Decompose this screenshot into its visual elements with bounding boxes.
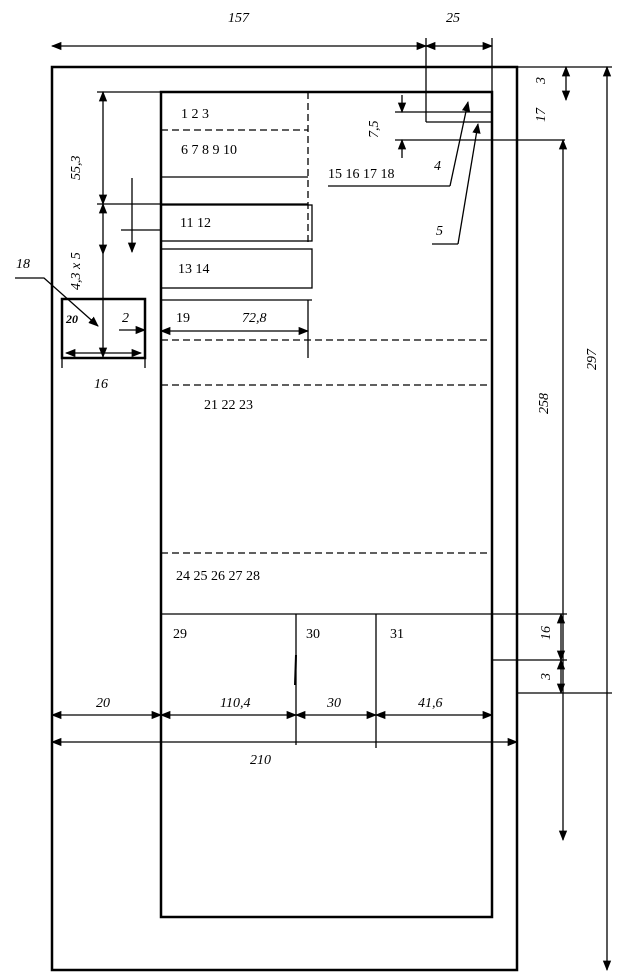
- callout-20: 20: [65, 312, 78, 326]
- sheet-outline: [50, 65, 519, 972]
- field-box-13-14: [160, 248, 313, 289]
- field-label-19: 19: [176, 311, 190, 326]
- field-labels: 1 2 3 6 7 8 9 10 15 16 17 18 11 12 13 14…: [173, 107, 404, 642]
- dim-110-4: 110,4: [220, 696, 250, 711]
- field-label-24-28: 24 25 26 27 28: [176, 569, 260, 584]
- field-box-11-12: [160, 204, 313, 242]
- dim-297: 297: [585, 348, 600, 370]
- dim-30: 30: [326, 696, 341, 711]
- dim-72-8: 72,8: [242, 311, 267, 326]
- dim-41-6: 41,6: [418, 696, 443, 711]
- callout-18: 18: [16, 257, 30, 272]
- field-label-31: 31: [390, 627, 404, 642]
- dim-3-bottom: 3: [539, 673, 554, 681]
- dim-2: 2: [122, 311, 129, 326]
- left-dimensions: 55,3 4,3 x 5 16 20 2 72,8 18: [15, 90, 310, 392]
- callout-5: 5: [436, 224, 443, 239]
- field-label-15-18: 15 16 17 18: [328, 167, 395, 182]
- dim-210: 210: [250, 753, 271, 768]
- field-label-1-3: 1 2 3: [181, 107, 209, 122]
- field-label-30: 30: [306, 627, 320, 642]
- top-dimensions: 157 25 7,5 4 5: [50, 11, 565, 245]
- dim-7-5: 7,5: [367, 121, 382, 139]
- dim-4-3x5: 4,3 x 5: [69, 252, 84, 290]
- header-fields: [160, 92, 567, 748]
- dim-20: 20: [96, 696, 110, 711]
- field-label-21-23: 21 22 23: [204, 398, 253, 413]
- right-dimensions: 3 17 297 258 16 3: [492, 65, 612, 972]
- dim-258: 258: [537, 393, 552, 414]
- dim-16-box: 16: [94, 377, 108, 392]
- field-label-13-14: 13 14: [178, 262, 210, 277]
- dim-17: 17: [534, 107, 549, 122]
- dim-16-bottom: 16: [539, 626, 554, 640]
- bottom-dimensions: 20 110,4 30 41,6 210: [50, 696, 519, 768]
- dim-25: 25: [446, 11, 460, 26]
- dim-157: 157: [228, 11, 250, 26]
- inner-frame: [159, 90, 494, 919]
- field-label-6-10: 6 7 8 9 10: [181, 143, 237, 158]
- field-label-29: 29: [173, 627, 187, 642]
- dim-55-3: 55,3: [69, 156, 84, 181]
- dim-3-top: 3: [534, 77, 549, 85]
- field-label-11-12: 11 12: [180, 216, 211, 231]
- callout-4: 4: [434, 159, 441, 174]
